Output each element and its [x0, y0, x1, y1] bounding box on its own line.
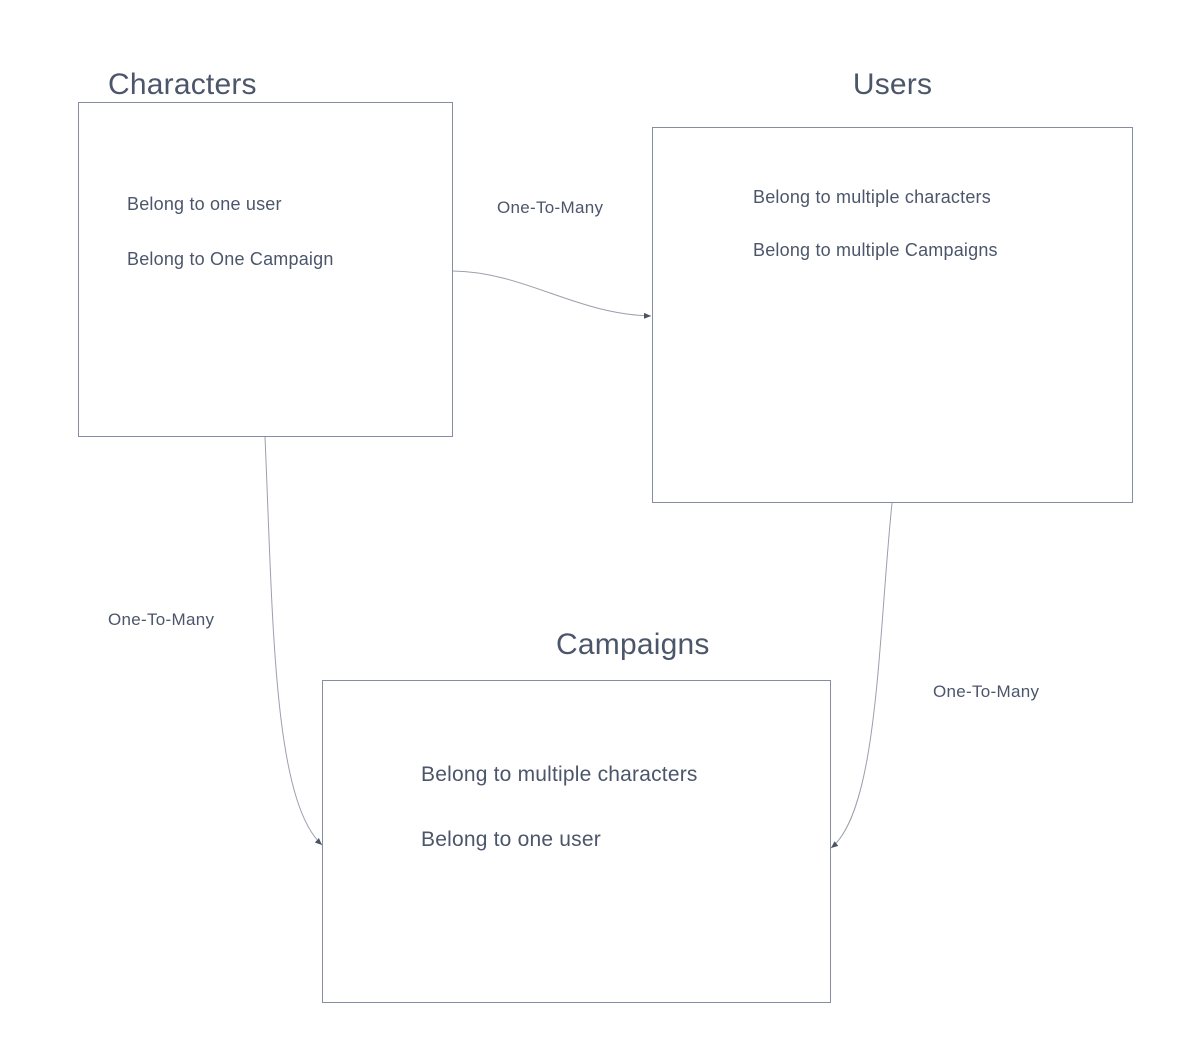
entity-box-characters[interactable]: Belong to one user Belong to One Campaig… — [78, 102, 453, 437]
entity-item[interactable]: Belong to multiple Campaigns — [753, 240, 998, 260]
edge-label-characters-to-users[interactable]: One-To-Many — [497, 198, 604, 217]
connector-characters-to-campaigns[interactable] — [264, 436, 323, 846]
entity-item[interactable]: Belong to one user — [127, 194, 282, 214]
entity-item[interactable]: Belong to One Campaign — [127, 249, 334, 269]
entity-title-users[interactable]: Users — [852, 68, 933, 101]
edge-label-users-to-campaigns[interactable]: One-To-Many — [933, 682, 1040, 701]
entity-box-campaigns[interactable]: Belong to multiple characters Belong to … — [322, 680, 831, 1003]
connector-characters-to-users[interactable] — [452, 270, 652, 319]
entity-item[interactable]: Belong to multiple characters — [753, 187, 991, 207]
entity-title-characters[interactable]: Characters — [108, 68, 257, 101]
entity-title-campaigns[interactable]: Campaigns — [556, 628, 710, 661]
entity-item[interactable]: Belong to one user — [421, 828, 601, 851]
connector-users-to-campaigns[interactable] — [830, 502, 893, 849]
edge-label-characters-to-campaigns[interactable]: One-To-Many — [108, 610, 215, 629]
entity-item[interactable]: Belong to multiple characters — [421, 763, 698, 786]
entity-box-users[interactable]: Belong to multiple characters Belong to … — [652, 127, 1133, 503]
